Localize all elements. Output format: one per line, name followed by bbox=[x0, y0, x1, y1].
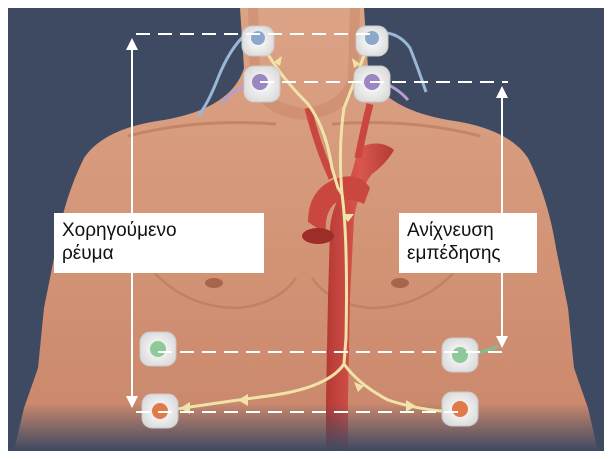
left-nipple bbox=[205, 278, 223, 288]
aortic-root bbox=[302, 228, 334, 244]
impedance-sensing-label: Ανίχνευση εμπέδησης bbox=[399, 213, 537, 273]
impedance-sensing-label-line-1: Ανίχνευση bbox=[407, 219, 529, 242]
impedance-sensing-label-line-2: εμπέδησης bbox=[407, 242, 529, 265]
applied-current-label-line-1: Χορηγούμενο bbox=[62, 219, 256, 242]
bottom-fade bbox=[8, 403, 604, 451]
right-nipple bbox=[391, 278, 409, 288]
applied-current-label-line-2: ρέυμα bbox=[62, 242, 256, 265]
applied-current-label: Χορηγούμενο ρέυμα bbox=[54, 213, 264, 273]
